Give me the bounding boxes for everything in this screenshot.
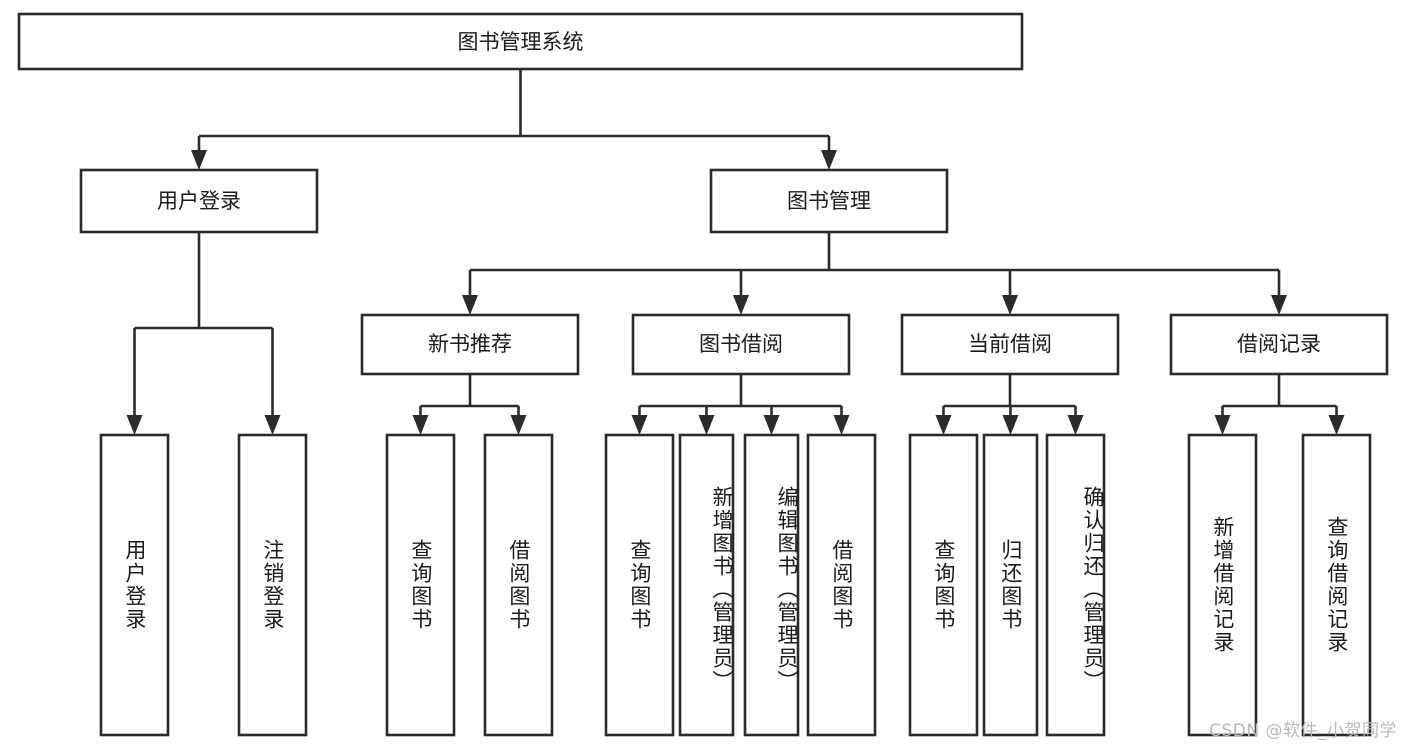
connector-current-borrow-to-leaves (935, 374, 1084, 435)
root-label: 图书管理系统 (458, 30, 584, 54)
node-root[interactable]: 图书管理系统 (17, 12, 1024, 71)
watermark-text: CSDN @软件_小贺同学 (1209, 721, 1397, 741)
node-current-borrow[interactable]: 当前借阅 (900, 313, 1120, 376)
borrow-record-label: 借阅记录 (1237, 332, 1321, 356)
arrow-head-icon (1271, 295, 1287, 315)
arrow-head-icon (1214, 415, 1231, 435)
leaf-box-query-book-1[interactable] (385, 433, 456, 737)
current-borrow-label: 当前借阅 (968, 332, 1052, 356)
connector-book-manage-to-categories (462, 232, 1287, 315)
connector-book-borrow-to-leaves (631, 374, 850, 435)
connector-line (942, 374, 1077, 418)
node-book-borrow[interactable]: 图书借阅 (631, 313, 851, 376)
leaf-box-borrow-book-1[interactable] (483, 433, 554, 737)
arrow-head-icon (462, 295, 478, 315)
connector-line (419, 374, 520, 418)
arrow-head-icon (935, 415, 952, 435)
arrow-head-icon (1067, 415, 1084, 435)
book-borrow-label: 图书借阅 (699, 332, 783, 356)
current-borrow-box[interactable] (900, 313, 1120, 376)
leaf-box-edit-book-admin[interactable] (743, 433, 800, 737)
arrow-head-icon (1328, 415, 1345, 435)
leaf-box-confirm-return-admin[interactable] (1045, 433, 1106, 737)
arrow-head-icon (191, 150, 207, 170)
leaf-box-add-borrow-record[interactable] (1187, 433, 1258, 737)
connector-user-login-to-leaves (126, 232, 281, 435)
arrow-head-icon (733, 295, 749, 315)
arrow-head-icon (763, 415, 780, 435)
book-manage-label: 图书管理 (787, 189, 871, 213)
connector-line (1221, 374, 1338, 418)
connector-line (468, 232, 1281, 298)
connector-root-to-level2 (191, 69, 837, 170)
node-borrow-record[interactable]: 借阅记录 (1169, 313, 1389, 376)
arrow-head-icon (510, 415, 527, 435)
connector-new-book-recommend-to-leaves (412, 374, 527, 435)
connector-line (197, 69, 831, 153)
leaf-box-query-borrow-record[interactable] (1301, 433, 1372, 737)
root-box[interactable] (17, 12, 1024, 71)
arrow-head-icon (126, 415, 143, 435)
node-book-manage[interactable]: 图书管理 (709, 168, 949, 234)
node-new-book-recommend[interactable]: 新书推荐 (360, 313, 580, 376)
connector-line (133, 232, 274, 418)
arrow-head-icon (412, 415, 429, 435)
arrow-head-icon (1002, 415, 1019, 435)
arrow-head-icon (631, 415, 648, 435)
user-login-box[interactable] (79, 168, 319, 234)
user-login-label: 用户登录 (157, 189, 241, 213)
arrow-head-icon (264, 415, 281, 435)
leaf-box-user-logout[interactable] (237, 433, 308, 737)
arrow-head-icon (1002, 295, 1018, 315)
new-book-recommend-box[interactable] (360, 313, 580, 376)
leaf-box-return-book[interactable] (982, 433, 1039, 737)
leaf-box-add-book-admin[interactable] (678, 433, 735, 737)
new-book-recommend-label: 新书推荐 (428, 332, 512, 356)
arrow-head-icon (821, 150, 837, 170)
leaf-box-borrow-book-2[interactable] (806, 433, 877, 737)
connector-borrow-record-to-leaves (1214, 374, 1345, 435)
node-user-login[interactable]: 用户登录 (79, 168, 319, 234)
arrow-head-icon (698, 415, 715, 435)
leaf-box-query-book-2[interactable] (604, 433, 675, 737)
connector-line (638, 374, 843, 418)
leaf-box-user-login-do[interactable] (99, 433, 170, 737)
leaf-box-query-book-3[interactable] (908, 433, 979, 737)
arrow-head-icon (833, 415, 850, 435)
